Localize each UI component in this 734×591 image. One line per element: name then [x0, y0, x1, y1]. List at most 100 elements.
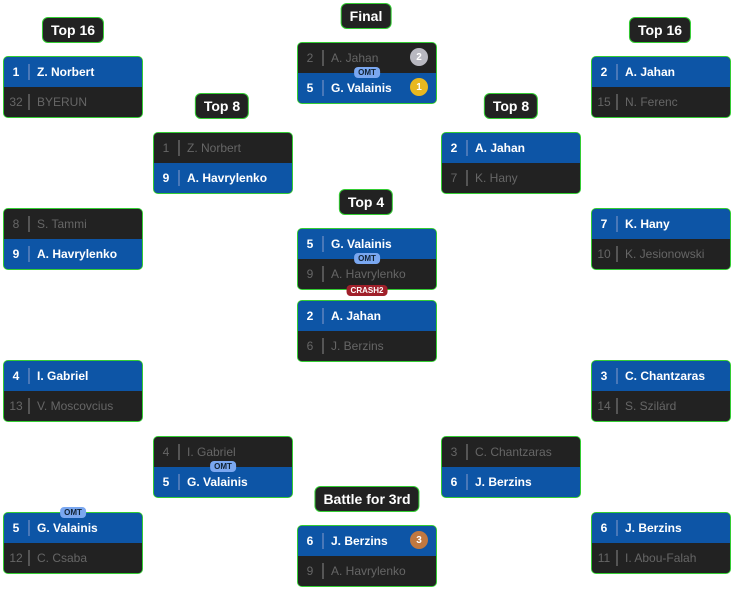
seed: 5: [298, 80, 324, 96]
omt-badge: OMT: [354, 67, 380, 78]
loser-row[interactable]: 9 A. Havrylenko: [298, 556, 436, 586]
match-l16a[interactable]: 1 Z. Norbert 32 BYERUN: [3, 56, 143, 118]
seed: 32: [4, 94, 30, 110]
crash-badge: CRASH2: [346, 285, 388, 296]
loser-row[interactable]: 9 A. Havrylenko OMT CRASH2: [298, 253, 436, 296]
loser-row[interactable]: 1 Z. Norbert: [154, 133, 292, 163]
seed: 5: [4, 520, 30, 536]
seed: 10: [592, 246, 618, 262]
loser-row[interactable]: 6 J. Berzins: [298, 331, 436, 361]
player-name: J. Berzins: [475, 475, 532, 489]
seed: 6: [592, 520, 618, 536]
loser-row[interactable]: 13 V. Moscovcius: [4, 391, 142, 421]
match-b3[interactable]: 6 J. Berzins 3 9 A. Havrylenko: [297, 525, 437, 587]
player-name: BYERUN: [37, 95, 88, 109]
player-name: Z. Norbert: [187, 141, 242, 155]
seed: 1: [4, 64, 30, 80]
player-name: A. Jahan: [331, 309, 382, 323]
winner-row[interactable]: 7 K. Hany: [592, 209, 730, 239]
round-label-top8-right: Top 8: [483, 93, 539, 119]
seed: 13: [4, 398, 30, 414]
winner-row[interactable]: 3 C. Chantzaras: [592, 361, 730, 391]
player-name: I. Gabriel: [187, 445, 236, 459]
omt-badge: OMT: [354, 253, 380, 264]
player-name: G. Valainis: [187, 475, 248, 489]
player-name: A. Havrylenko: [331, 267, 406, 281]
player-name: A. Jahan: [475, 141, 526, 155]
seed: 9: [298, 266, 324, 282]
player-name: K. Jesionowski: [625, 247, 705, 261]
seed: 3: [442, 444, 468, 460]
player-name: I. Abou-Falah: [625, 551, 697, 565]
player-name: C. Chantzaras: [475, 445, 552, 459]
medal-icon: 3: [410, 531, 428, 549]
winner-row[interactable]: 6 J. Berzins 3: [298, 526, 436, 556]
seed: 11: [592, 550, 618, 566]
loser-row[interactable]: 32 BYERUN: [4, 87, 142, 117]
player-name: V. Moscovcius: [37, 399, 114, 413]
seed: 2: [298, 308, 324, 324]
loser-row[interactable]: 11 I. Abou-Falah: [592, 543, 730, 573]
player-name: S. Tammi: [37, 217, 87, 231]
match-r16b[interactable]: 7 K. Hany 10 K. Jesionowski: [591, 208, 731, 270]
omt-badge: OMT: [60, 507, 86, 518]
seed: 2: [592, 64, 618, 80]
match-r8b[interactable]: 3 C. Chantzaras 6 J. Berzins: [441, 436, 581, 498]
player-name: K. Hany: [625, 217, 670, 231]
round-label-final: Final: [340, 3, 392, 29]
seed: 1: [154, 140, 180, 156]
player-name: A. Havrylenko: [331, 564, 406, 578]
seed: 3: [592, 368, 618, 384]
seed: 9: [298, 563, 324, 579]
seed: 15: [592, 94, 618, 110]
medal-icon: 2: [410, 48, 428, 66]
seed: 6: [298, 338, 324, 354]
player-name: A. Havrylenko: [37, 247, 118, 261]
seed: 2: [298, 50, 324, 66]
player-name: C. Csaba: [37, 551, 88, 565]
seed: 8: [4, 216, 30, 232]
loser-row[interactable]: 8 S. Tammi: [4, 209, 142, 239]
player-name: C. Chantzaras: [625, 369, 706, 383]
round-label-top4: Top 4: [338, 189, 394, 215]
player-name: Z. Norbert: [37, 65, 95, 79]
winner-row[interactable]: 2 A. Jahan: [298, 301, 436, 331]
seed: 7: [592, 216, 618, 232]
seed: 4: [4, 368, 30, 384]
loser-row[interactable]: 10 K. Jesionowski: [592, 239, 730, 269]
seed: 6: [298, 533, 324, 549]
match-t4b[interactable]: 2 A. Jahan 6 J. Berzins: [297, 300, 437, 362]
player-name: J. Berzins: [331, 339, 384, 353]
medal-icon: 1: [410, 78, 428, 96]
seed: 6: [442, 474, 468, 490]
winner-row[interactable]: 6 J. Berzins: [442, 467, 580, 497]
winner-row[interactable]: 1 Z. Norbert: [4, 57, 142, 87]
player-name: J. Berzins: [331, 534, 388, 548]
loser-row[interactable]: 3 C. Chantzaras: [442, 437, 580, 467]
player-name: A. Jahan: [331, 51, 379, 65]
